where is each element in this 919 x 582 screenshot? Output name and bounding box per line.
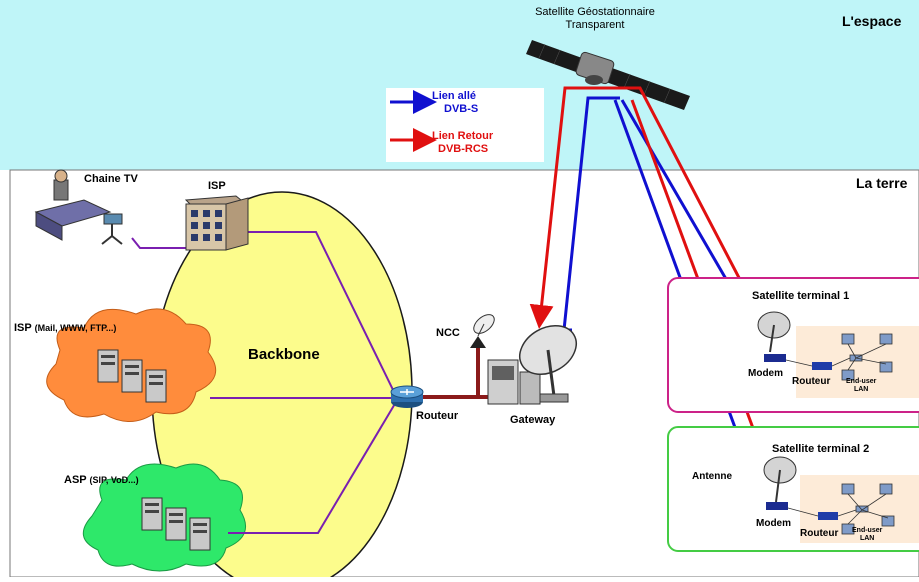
- router-icon: [390, 385, 424, 408]
- gateway-label: Gateway: [510, 414, 556, 426]
- isp-top-label: ISP: [208, 180, 226, 192]
- terminal2-routeur-label: Routeur: [800, 528, 839, 539]
- forward-link-gateway: [562, 96, 620, 331]
- gateway-icon: [487, 325, 577, 405]
- terminal1-enduser-line: End-user: [846, 378, 877, 385]
- asp-servers-icon: [141, 497, 211, 551]
- legend-return-line2: DVB-RCS: [438, 143, 489, 155]
- isp-cloud-label: ISP (Mail, WWW, FTP...): [14, 322, 116, 334]
- satellite-title-line2: Transparent: [565, 19, 625, 31]
- isp-servers-icon: [97, 349, 167, 403]
- earth-label: La terre: [856, 175, 908, 191]
- terminal1-routeur-label: Routeur: [792, 376, 831, 387]
- legend-forward-line2: DVB-S: [444, 103, 479, 115]
- space-label: L'espace: [842, 13, 902, 29]
- terminal2-router-icon: [818, 512, 838, 520]
- satellite-icon: [526, 40, 690, 110]
- return-link-gateway: [529, 86, 570, 329]
- terminal2-lan-line: LAN: [859, 535, 875, 542]
- isp-building-icon: [184, 195, 249, 251]
- asp-cloud-sub: (SIP, VoD...): [89, 475, 139, 485]
- backbone-links: [210, 231, 397, 534]
- legend-forward-line1: Lien allé: [432, 90, 477, 102]
- terminal2-modem-label: Modem: [756, 518, 791, 529]
- terminal2-title: Satellite terminal 2: [772, 443, 870, 455]
- satellite-title-line1: Satellite Géostationnaire: [535, 6, 655, 18]
- isp-cloud-sub: (Mail, WWW, FTP...): [34, 323, 117, 333]
- terminal1-enduser-label: End-user LAN: [846, 378, 876, 394]
- terminal1-dish-icon: [757, 311, 791, 362]
- legend-box: [386, 88, 544, 162]
- terminal2-dish-icon: [763, 456, 797, 510]
- terminal2-wires: [787, 493, 889, 525]
- terminal1-modem-label: Modem: [748, 368, 783, 379]
- terminal1-title: Satellite terminal 1: [752, 290, 850, 302]
- ncc-dish-icon: [470, 314, 495, 348]
- legend-return-label: Lien Retour DVB-RCS: [432, 130, 493, 156]
- tv-studio-icon: [34, 169, 123, 245]
- return-link-terminal1: [570, 86, 765, 326]
- ncc-label: NCC: [436, 327, 460, 339]
- backbone-label: Backbone: [248, 346, 320, 363]
- terminal1-router-icon: [812, 362, 832, 370]
- terminal2-antenne-label: Antenne: [692, 471, 732, 482]
- legend-forward-label: Lien allé DVB-S: [432, 90, 478, 116]
- terminal1-lan-line: LAN: [853, 386, 869, 393]
- forward-link-terminal1: [620, 99, 749, 318]
- isp-cloud-main: ISP: [14, 322, 32, 334]
- chaine-tv-label: Chaine TV: [84, 173, 138, 185]
- terminal2-enduser-label: End-user LAN: [852, 527, 882, 543]
- terminal1-wires: [785, 343, 887, 371]
- legend-return-line1: Lien Retour: [432, 130, 494, 142]
- terminal2-enduser-line: End-user: [852, 527, 883, 534]
- satellite-title: Satellite Géostationnaire Transparent: [520, 6, 670, 32]
- asp-cloud-main: ASP: [64, 474, 87, 486]
- asp-cloud-label: ASP (SIP, VoD...): [64, 474, 139, 486]
- router-label: Routeur: [416, 410, 459, 422]
